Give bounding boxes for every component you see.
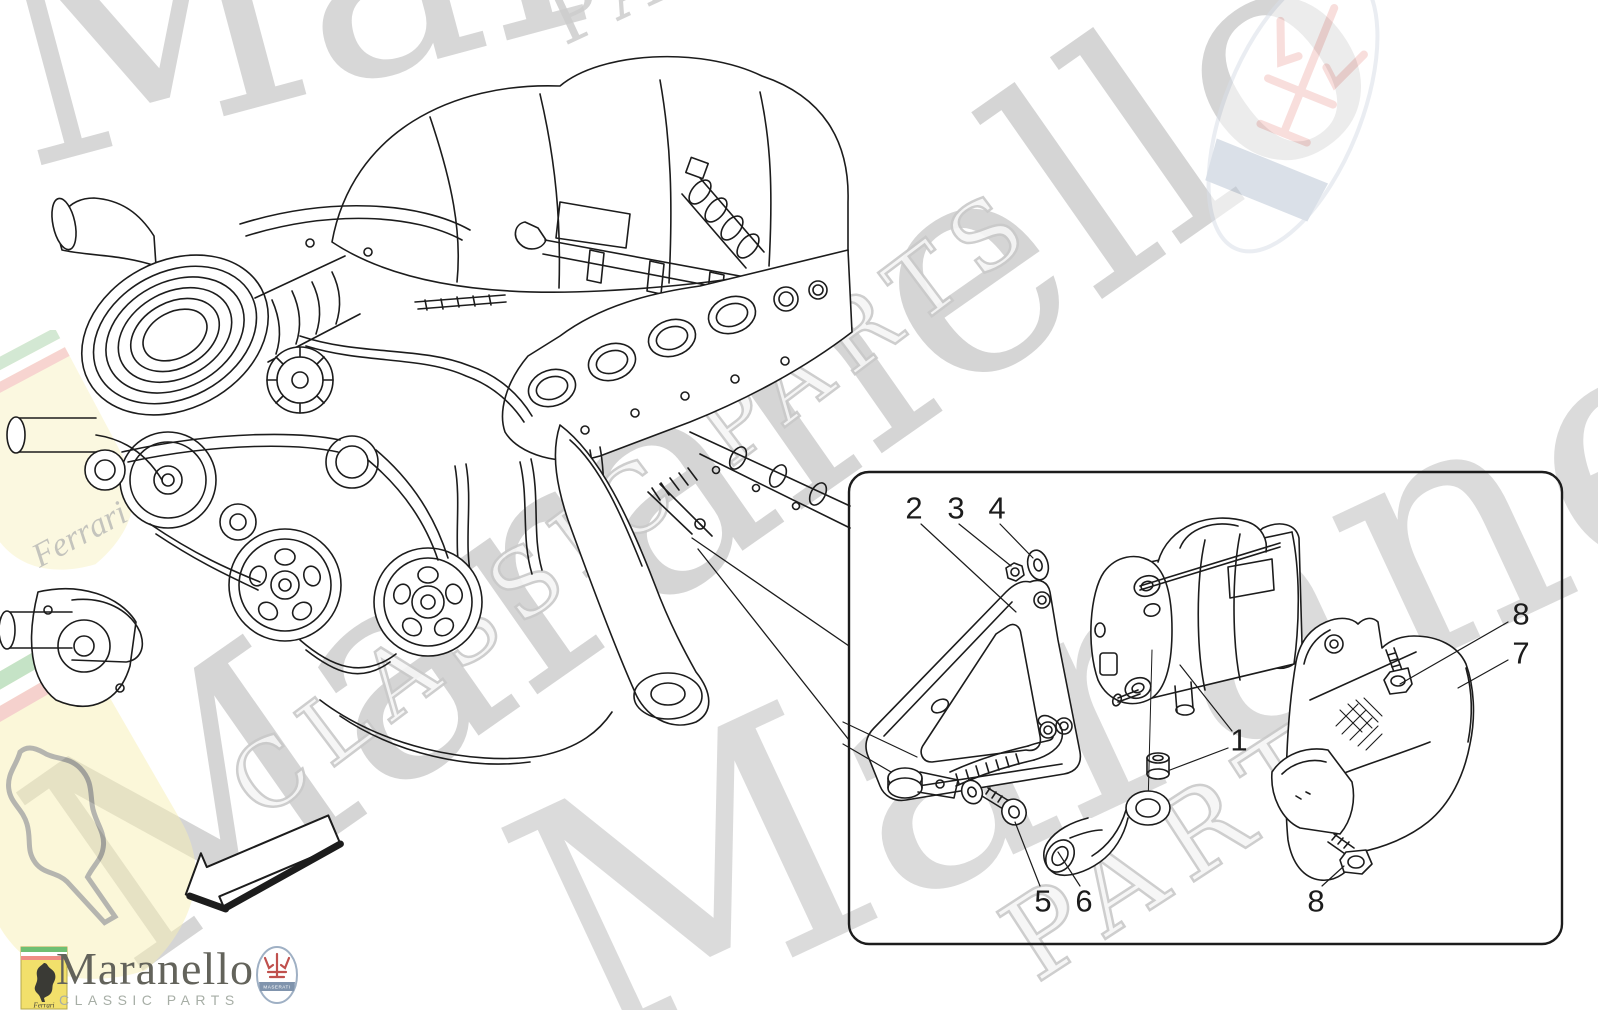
footer-logo[interactable]: Ferrari Maranello CLASSIC PARTS MASERATI <box>0 938 330 1010</box>
part-callout-4: 4 <box>988 490 1006 526</box>
heat-shield-part7 <box>1271 617 1475 881</box>
rubber-elbow-part6 <box>1043 790 1171 877</box>
ferrari-wordmark: Ferrari <box>33 1002 55 1010</box>
part-callout-8: 8 <box>1512 596 1530 632</box>
shield-bolt-upper-part8 <box>1383 647 1413 695</box>
part-callout-5: 5 <box>1034 883 1052 919</box>
detail-box <box>847 470 1564 946</box>
magnifier-leader-lines <box>691 537 850 741</box>
mounting-bracket-part2 <box>865 579 1082 802</box>
maserati-badge-icon: MASERATI <box>256 946 298 1009</box>
part-callout-7: 7 <box>1512 635 1530 671</box>
starter-motor-part1 <box>1090 517 1303 716</box>
part-callout-6: 6 <box>1075 883 1093 919</box>
part-callout-2: 2 <box>905 490 923 526</box>
engine-illustration <box>0 55 853 765</box>
direction-arrow <box>184 814 344 913</box>
nut-part3 <box>1005 562 1025 582</box>
part-callout-1: 1 <box>1230 722 1248 758</box>
brand-wordmark: Maranello <box>56 943 255 994</box>
maserati-wordmark: MASERATI <box>263 985 290 990</box>
assembly-axis-line <box>1147 649 1153 807</box>
callout-leader-lines <box>920 523 1509 887</box>
part-callout-8: 8 <box>1307 883 1325 919</box>
battery-cable <box>949 714 1064 787</box>
brand-tagline: CLASSIC PARTS <box>59 992 240 1008</box>
part-callout-3: 3 <box>947 490 965 526</box>
shield-bolt-lower-part8 <box>1327 833 1373 875</box>
terminal-bush <box>1146 752 1170 780</box>
